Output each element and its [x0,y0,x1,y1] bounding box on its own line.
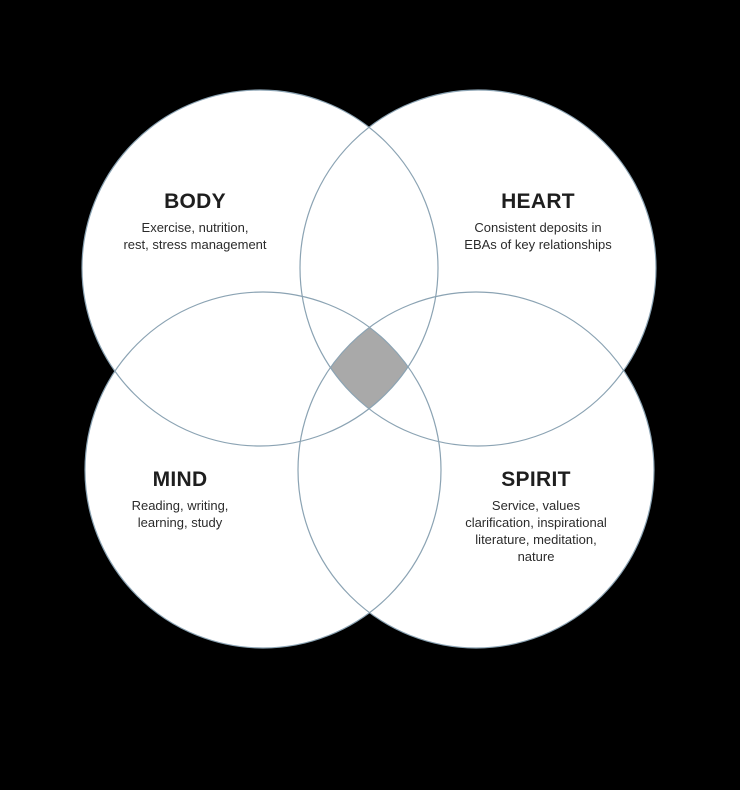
mind-label: MIND Reading, writing, learning, study [90,468,270,531]
body-description: Exercise, nutrition, rest, stress manage… [123,220,267,252]
mind-circle-outline [84,291,442,649]
center-overlap-region [300,292,438,446]
body-label: BODY Exercise, nutrition, rest, stress m… [100,190,290,253]
mind-description: Reading, writing, learning, study [131,498,229,530]
heart-title: HEART [501,190,575,213]
heart-circle-outline [299,89,657,447]
heart-label: HEART Consistent deposits in EBAs of key… [433,190,643,253]
spirit-circle-outline [297,291,655,649]
heart-description: Consistent deposits in EBAs of key relat… [464,220,612,252]
spirit-description: Service, values clarification, inspirati… [465,498,607,564]
mind-title: MIND [152,468,208,491]
spirit-label: SPIRIT Service, values clarification, in… [438,468,634,565]
body-title: BODY [164,190,226,213]
spirit-title: SPIRIT [501,468,571,491]
body-circle-outline [81,89,439,447]
